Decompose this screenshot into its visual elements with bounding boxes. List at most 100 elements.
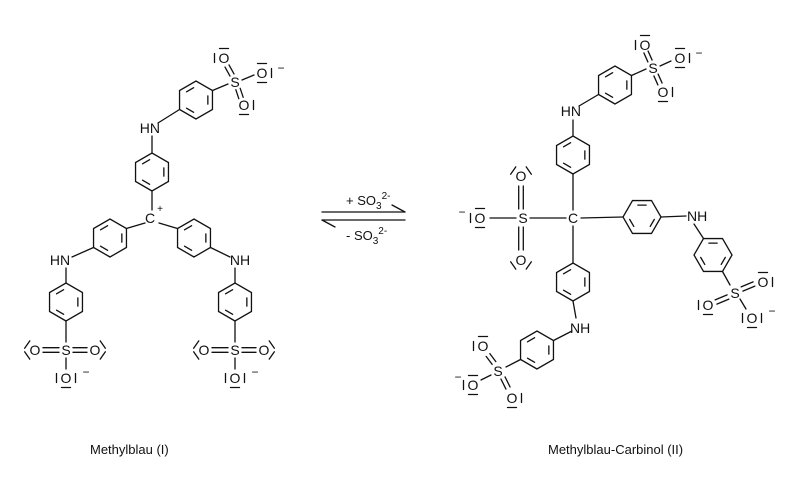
single-bond bbox=[71, 246, 95, 258]
benzene-ring bbox=[134, 152, 170, 192]
anion-charge: − bbox=[458, 205, 465, 219]
lone-pair bbox=[268, 351, 276, 360]
anion-charge: − bbox=[277, 61, 284, 75]
sulfur-atom: S bbox=[230, 74, 239, 90]
double-bond bbox=[716, 298, 730, 305]
aromatic-bond bbox=[55, 309, 65, 315]
lone-pair bbox=[525, 261, 533, 270]
oxygen-atom: O bbox=[675, 50, 686, 66]
aromatic-bond bbox=[526, 337, 536, 343]
single-bond bbox=[209, 246, 231, 258]
oxygen-atom: O bbox=[61, 370, 72, 386]
oxygen-atom: O bbox=[230, 370, 241, 386]
aromatic-bond bbox=[183, 245, 193, 251]
reverse-arrow-head bbox=[321, 219, 336, 228]
oxygen-atom: O bbox=[658, 84, 669, 100]
oxygen-atom: O bbox=[199, 342, 210, 358]
benzene-ring bbox=[693, 237, 733, 273]
oxygen-atom: O bbox=[507, 390, 518, 406]
single-bond bbox=[125, 222, 146, 230]
single-bond bbox=[572, 300, 577, 319]
oxygen-atom: O bbox=[478, 338, 489, 354]
aromatic-bond bbox=[700, 256, 706, 266]
double-bond bbox=[239, 87, 244, 98]
anion-charge: − bbox=[82, 365, 89, 379]
forward-reagent-superscript: 2- bbox=[382, 191, 391, 202]
aromatic-bond bbox=[183, 225, 193, 231]
sulfur-atom: S bbox=[648, 60, 657, 76]
sulfur-atom: S bbox=[730, 285, 739, 301]
sulfur-atom: S bbox=[61, 342, 70, 358]
benzene-ring bbox=[555, 135, 591, 175]
oxygen-atom: O bbox=[758, 274, 769, 290]
aromatic-bond bbox=[185, 107, 195, 113]
equilibrium-arrow: + SO32- - SO32- bbox=[321, 191, 406, 247]
central-carbon: C bbox=[568, 210, 578, 226]
aromatic-bond bbox=[629, 218, 635, 228]
lone-pair bbox=[23, 340, 31, 349]
benzene-ring bbox=[92, 218, 128, 258]
anion-charge: − bbox=[695, 46, 702, 60]
amine-nh: NH bbox=[570, 320, 590, 336]
forward-reagent-subscript: 3 bbox=[376, 201, 382, 212]
double-bond bbox=[504, 376, 511, 388]
reverse-reagent-superscript: 2- bbox=[378, 226, 387, 237]
lone-pair bbox=[192, 351, 200, 360]
double-bond bbox=[647, 50, 653, 61]
aromatic-bond bbox=[99, 225, 109, 231]
double-bond bbox=[643, 52, 649, 63]
aromatic-bond bbox=[604, 92, 614, 98]
lone-pair bbox=[509, 166, 517, 175]
caption-methylblau-carbinol: Methylblau-Carbinol (II) bbox=[548, 442, 684, 457]
double-bond bbox=[228, 64, 235, 75]
single-bond bbox=[739, 298, 747, 310]
aromatic-bond bbox=[604, 72, 614, 78]
forward-reagent-label: + SO32- bbox=[346, 191, 390, 212]
benzene-ring bbox=[176, 218, 212, 258]
oxygen-atom: O bbox=[516, 168, 527, 184]
aromatic-bond bbox=[99, 245, 109, 251]
caption-methylblau: Methylblau (I) bbox=[90, 442, 169, 457]
aromatic-bond bbox=[224, 309, 234, 315]
forward-reagent-prefix: + SO bbox=[346, 193, 376, 208]
aromatic-bond bbox=[141, 179, 151, 185]
aromatic-bond bbox=[224, 289, 234, 295]
aromatic-bond bbox=[526, 357, 536, 363]
lone-pair bbox=[23, 351, 31, 360]
oxygen-atom: O bbox=[219, 50, 230, 66]
aromatic-bond bbox=[562, 142, 572, 148]
single-bond bbox=[659, 60, 672, 67]
double-bond bbox=[224, 66, 231, 77]
anion-charge: − bbox=[768, 304, 775, 318]
oxygen-atom: O bbox=[475, 210, 486, 226]
central-carbon: C bbox=[145, 210, 155, 226]
anion-charge: − bbox=[454, 370, 461, 384]
double-bond bbox=[485, 355, 493, 366]
single-bond bbox=[580, 216, 624, 219]
oxygen-atom: O bbox=[90, 342, 101, 358]
amine-nh: NH bbox=[687, 208, 707, 224]
aromatic-bond bbox=[562, 162, 572, 168]
single-bond bbox=[552, 330, 573, 342]
double-bond bbox=[657, 73, 663, 84]
single-bond bbox=[693, 223, 705, 240]
reverse-reagent-subscript: 3 bbox=[373, 236, 379, 247]
single-bond bbox=[241, 74, 255, 81]
amine-nh: NH bbox=[230, 252, 250, 268]
amine-hn: HN bbox=[140, 120, 160, 136]
single-bond bbox=[578, 93, 600, 107]
lone-pair bbox=[509, 261, 517, 270]
oxygen-atom: O bbox=[703, 297, 714, 313]
ring-outline bbox=[48, 282, 84, 322]
single-bond bbox=[480, 374, 492, 381]
sulfur-atom: S bbox=[493, 363, 502, 379]
single-bond bbox=[505, 358, 522, 368]
benzene-ring bbox=[555, 262, 591, 302]
single-bond bbox=[157, 108, 181, 124]
amine-hn: HN bbox=[561, 103, 581, 119]
aromatic-bond bbox=[141, 159, 151, 165]
anion-charge: − bbox=[251, 365, 258, 379]
double-bond bbox=[235, 89, 240, 100]
